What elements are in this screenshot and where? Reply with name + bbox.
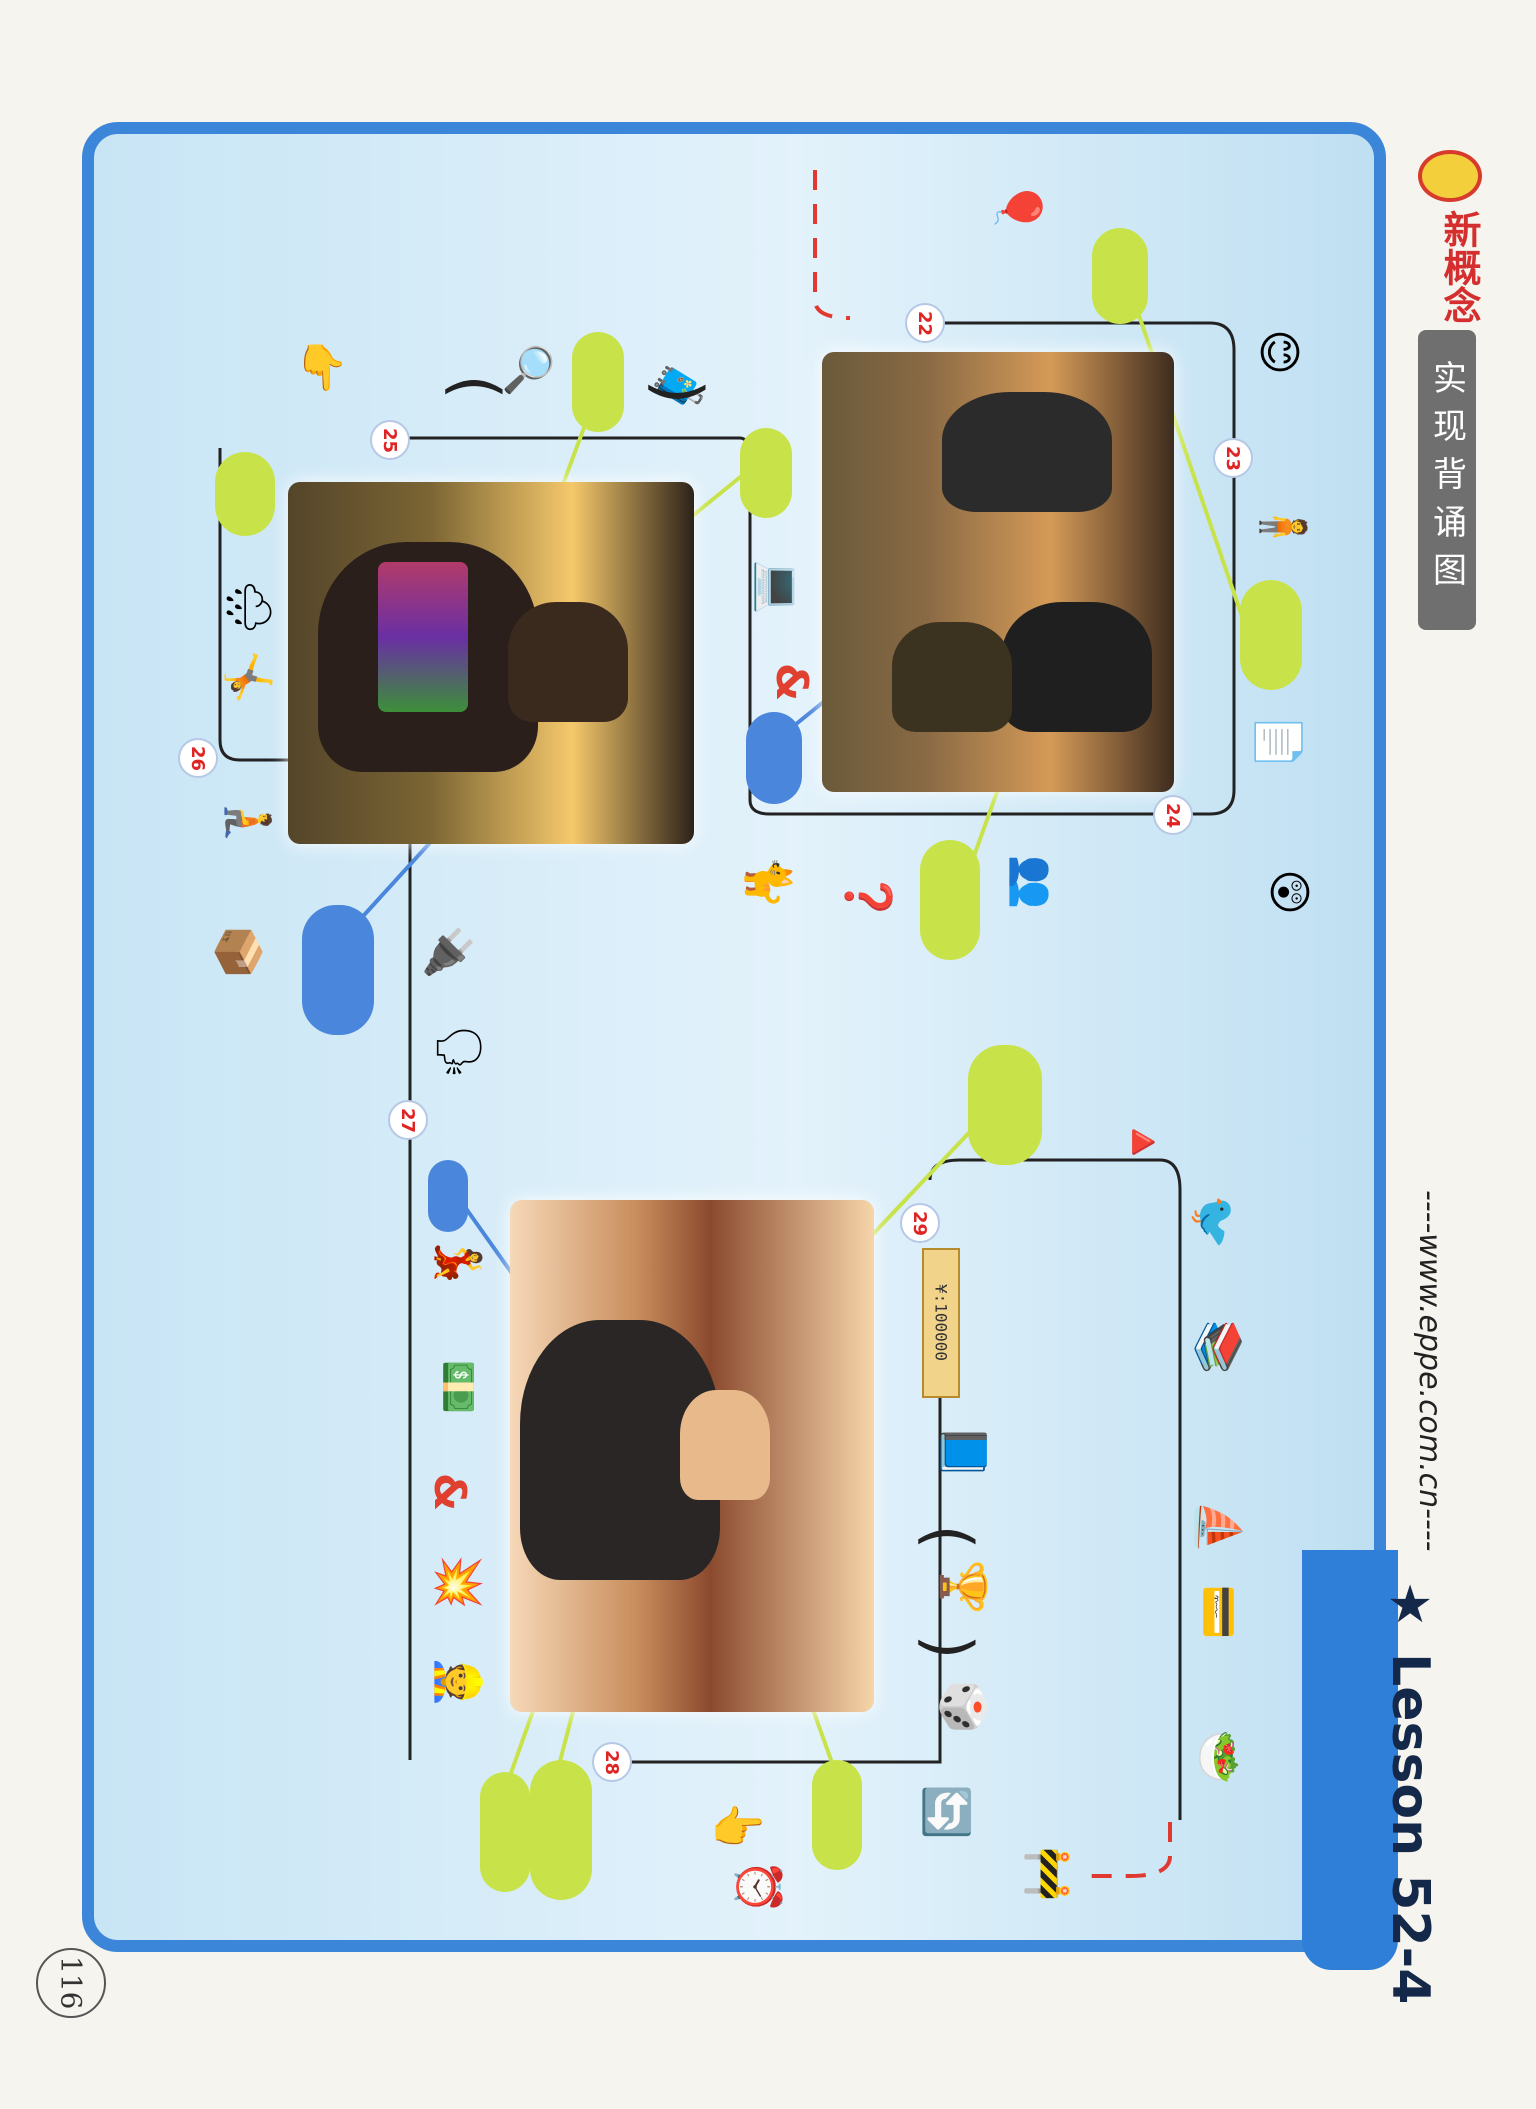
brand-name: 新概念 <box>1437 210 1482 324</box>
lesson-tab <box>1302 1550 1398 1970</box>
path-28-29 <box>600 1255 942 1764</box>
worker-icon: 👷 <box>432 1654 484 1710</box>
bracket-open: ( <box>437 374 512 400</box>
figures-icon: 🤸 <box>222 649 274 705</box>
answer-blank[interactable] <box>1092 228 1148 324</box>
node-27: 27 <box>388 1100 428 1140</box>
answer-blank[interactable] <box>812 1760 862 1870</box>
website-url: ----www.eppe.com.cn---- <box>1412 1190 1447 1552</box>
paper-icon: 📄 <box>1252 714 1304 770</box>
exit-dashed-arrow <box>1080 1822 1172 1878</box>
bracket-close: ) <box>640 379 715 405</box>
answer-blank[interactable] <box>215 452 275 536</box>
book-icon: 📘 <box>937 1424 989 1480</box>
balloon-icon: 🎈 <box>992 179 1044 235</box>
dancer-icon: 💃 <box>432 1234 484 1290</box>
scene-picture-2 <box>288 482 694 844</box>
rain-cloud-icon: 🌧 <box>222 579 274 635</box>
answer-blank[interactable] <box>480 1772 530 1892</box>
ampersand-icon: & <box>766 662 818 702</box>
path-22-24 <box>930 321 1236 816</box>
lesson-title: ★ Lesson 52-4 <box>1380 1575 1440 2005</box>
surprised-face-icon: 😲 <box>1262 869 1314 915</box>
cat-icon: 🐈 <box>742 854 794 910</box>
smile-face-icon: 😊 <box>1252 329 1304 375</box>
answer-blank[interactable] <box>302 905 374 1035</box>
ampersand-icon: & <box>424 1472 476 1512</box>
money-icon: 💵 <box>432 1359 484 1415</box>
answer-blank[interactable] <box>428 1160 468 1232</box>
node-23: 23 <box>1213 438 1253 478</box>
answer-blank[interactable] <box>530 1760 592 1900</box>
food-plate-icon: 🥗 <box>1192 1729 1244 1785</box>
trophy-icon: 🏆 <box>937 1559 989 1615</box>
section-label: 实现背诵图 <box>1418 330 1476 630</box>
hand-card-icon: 💳 <box>1192 1584 1244 1640</box>
no-connect-icon: 🔌 <box>422 924 474 980</box>
magnifier-icon: 🔍 <box>502 342 554 398</box>
answer-blank[interactable] <box>968 1045 1042 1165</box>
bookshelf-icon: 📚 <box>1192 1319 1244 1375</box>
node-25: 25 <box>370 420 410 460</box>
brand-logo-icon <box>1418 150 1482 202</box>
question-icon: ❓ <box>842 869 894 925</box>
barrier-icon: 🚧 <box>1022 1846 1074 1902</box>
answer-blank[interactable] <box>740 428 792 518</box>
node-22: 22 <box>905 303 945 343</box>
pointer-icon: 👆 <box>712 1799 764 1855</box>
bracket-open: ( <box>910 1524 985 1550</box>
answer-blank[interactable] <box>1240 580 1302 690</box>
computer-icon: 💻 <box>752 559 804 615</box>
answer-blank[interactable] <box>746 712 802 804</box>
answer-blank[interactable] <box>920 840 980 960</box>
sitting-person-icon: 🧎 <box>222 794 274 850</box>
speaking-face-icon: 🗣 <box>432 1024 484 1080</box>
scene-picture-1 <box>822 352 1174 792</box>
box-icon: 📦 <box>212 924 264 980</box>
page-number: 116 <box>36 1948 106 2018</box>
people-icon: 👥 <box>1007 854 1059 910</box>
path-25-26 <box>218 448 241 762</box>
answer-blank[interactable] <box>572 332 624 432</box>
game-board-icon: 🎲 <box>937 1679 989 1735</box>
bird-icon: 🐦 <box>1187 1194 1239 1250</box>
pointing-hand-icon: 👉 <box>294 339 346 395</box>
boat-icon: ⛵ <box>1192 1499 1244 1555</box>
node-24: 24 <box>1153 795 1193 835</box>
shapes-icon: 🔺 <box>1117 1114 1169 1170</box>
person-turn-icon: 🔄 <box>920 1784 972 1840</box>
scene-picture-3 <box>510 1200 874 1712</box>
money-amount-tag: ¥:100000 <box>922 1248 960 1398</box>
bracket-close: ) <box>910 1634 985 1660</box>
person-icon: 🧍 <box>1257 499 1309 555</box>
node-26: 26 <box>178 738 218 778</box>
node-28: 28 <box>592 1742 632 1782</box>
clock-icon: ⏰ <box>732 1859 784 1915</box>
entry-dashed-arrow <box>813 170 851 320</box>
node-29: 29 <box>900 1203 940 1243</box>
breaking-icon: 💥 <box>432 1554 484 1610</box>
